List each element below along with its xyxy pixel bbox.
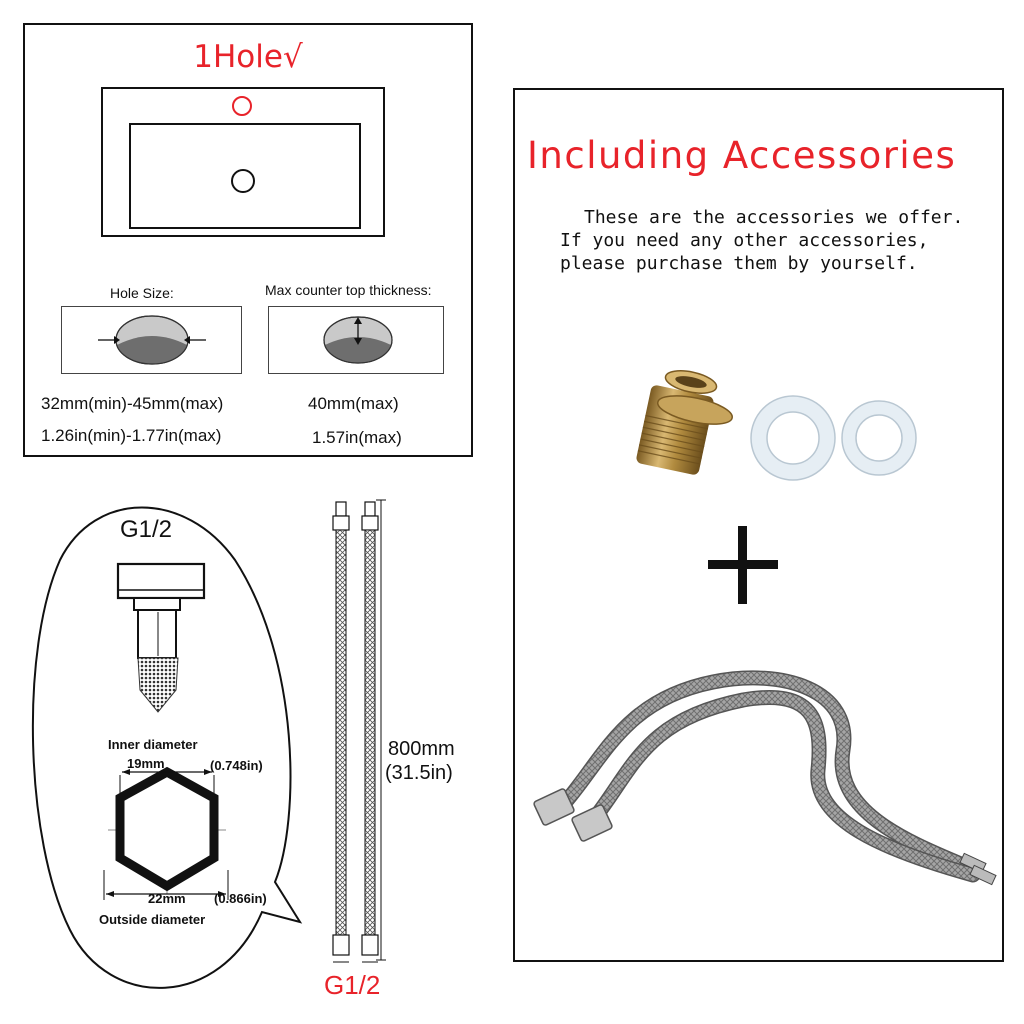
- thickness-in: 1.57in(max): [312, 428, 402, 447]
- description-line-2: If you need any other accessories,: [560, 230, 929, 251]
- description-line-3: please purchase them by yourself.: [560, 253, 918, 274]
- braided-hose-icon: [585, 689, 981, 883]
- rubber-washer-icon: [841, 400, 917, 476]
- vertical-hose-icon: [332, 501, 350, 956]
- thread-size-top: G1/2: [120, 516, 173, 543]
- outside-diameter-in: (0.866in): [214, 891, 267, 906]
- rubber-washer-icon: [750, 395, 836, 481]
- thickness-detail: [268, 306, 444, 374]
- drain-hole: [231, 169, 255, 193]
- hex-cross-section-icon: [103, 766, 229, 900]
- accessories-description: These are the accessories we offer. If y…: [560, 206, 963, 275]
- hose-length-in: (31.5in): [385, 762, 453, 784]
- braided-hose-icon: [555, 670, 971, 873]
- thickness-illustration: [323, 316, 393, 364]
- hole-size-illustration: [98, 315, 206, 365]
- inner-diameter-label: Inner diameter: [108, 737, 198, 752]
- vertical-hose-icon: [361, 501, 379, 956]
- sink-top-view: [101, 87, 385, 237]
- description-line-1: These are the accessories we offer.: [584, 207, 964, 228]
- thickness-mm: 40mm(max): [308, 394, 399, 413]
- accessories-panel: Including Accessories These are the acce…: [513, 88, 1004, 962]
- hole-size-label: Hole Size:: [110, 285, 174, 301]
- sink-basin: [129, 123, 361, 229]
- hole-count-title: 1Hole√: [193, 39, 303, 75]
- plus-icon: [708, 526, 778, 604]
- faucet-hole-marker: [232, 96, 252, 116]
- hole-size-detail: [61, 306, 242, 374]
- callout-bubble: [31, 506, 303, 989]
- accessories-title: Including Accessories: [527, 134, 957, 177]
- hex-nut-icon: [571, 804, 613, 842]
- hole-size-mm: 32mm(min)-45mm(max): [41, 394, 224, 413]
- inner-diameter-mm: 19mm: [127, 756, 165, 771]
- inner-diameter-in: (0.748in): [210, 758, 263, 773]
- accessory-parts-illustration: [636, 370, 917, 481]
- hose-length-mm: 800mm: [388, 738, 455, 760]
- outside-diameter-mm: 22mm: [148, 891, 186, 906]
- brass-connector-icon: [636, 370, 734, 475]
- braided-hoses-illustration: [533, 670, 997, 886]
- hole-size-in: 1.26in(min)-1.77in(max): [41, 426, 222, 445]
- hose-end-fitting-icon: [959, 852, 997, 886]
- hole-spec-panel: 1Hole√ Hole Size: Max counter top thickn…: [23, 23, 473, 457]
- hose-spec-diagram: [31, 499, 386, 989]
- max-thickness-label: Max counter top thickness:: [265, 282, 432, 298]
- outside-diameter-label: Outside diameter: [99, 912, 206, 927]
- thread-size-bottom: G1/2: [324, 970, 381, 1000]
- hex-nut-icon: [533, 788, 575, 826]
- g12-fitting-icon: [116, 562, 206, 713]
